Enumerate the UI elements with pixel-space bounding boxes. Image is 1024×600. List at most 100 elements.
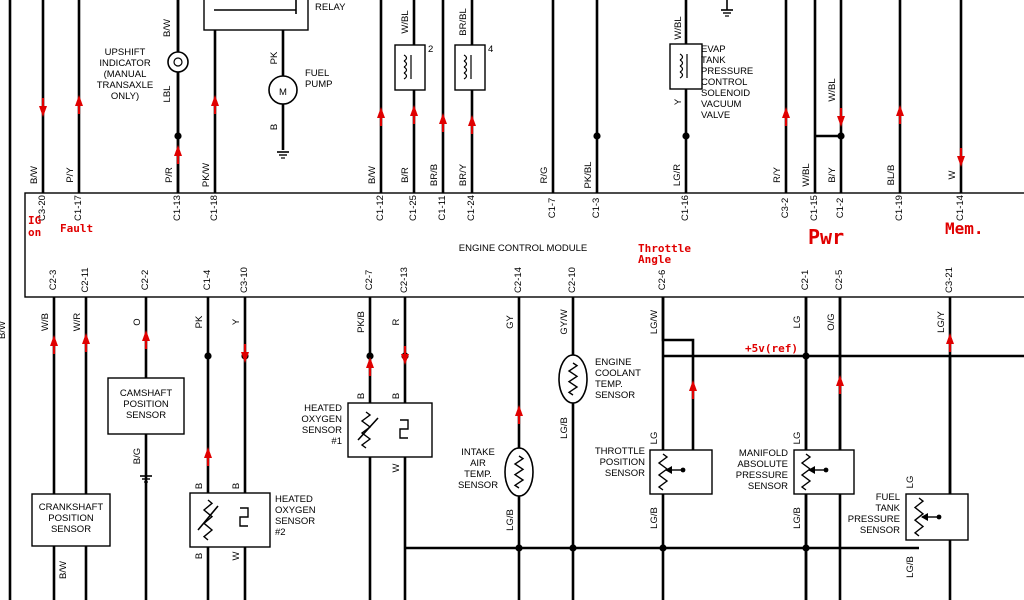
ho2s2-label: HEATED bbox=[275, 494, 313, 505]
iat-sensor-label: SENSOR bbox=[458, 480, 498, 491]
wire-color-label: W/BL bbox=[400, 10, 411, 33]
ig-on-annotation-2: on bbox=[28, 226, 41, 239]
signal-arrow bbox=[410, 105, 418, 124]
crankshaft-sensor-label: SENSOR bbox=[51, 524, 91, 535]
signal-arrow bbox=[837, 108, 845, 127]
wiper-arrow bbox=[808, 466, 815, 474]
wire-color-label: LG/B bbox=[505, 509, 516, 531]
upshift-indicator-label: ONLY) bbox=[111, 91, 139, 102]
ecm-pin-label: C1-11 bbox=[437, 195, 448, 220]
wire-color-label: W/BL bbox=[827, 78, 838, 101]
ftp-label: FUEL bbox=[876, 492, 900, 503]
ecm-pin-label: C2-14 bbox=[513, 267, 524, 293]
ecm-pin-label: C2-10 bbox=[567, 267, 578, 293]
ecm-pin-label: C2-6 bbox=[657, 270, 668, 291]
camshaft-sensor-label: POSITION bbox=[123, 399, 169, 410]
wire-color-label: B bbox=[194, 483, 205, 489]
ecm-pin-label: C1-4 bbox=[202, 270, 213, 291]
evap-label: CONTROL bbox=[701, 77, 747, 88]
ect-sensor-label: ENGINE bbox=[595, 357, 631, 368]
tps-label: THROTTLE bbox=[595, 446, 645, 457]
signal-arrow-head bbox=[515, 405, 523, 416]
variable-resistor-arrow bbox=[197, 505, 219, 531]
throttle-angle-annotation-2: Angle bbox=[638, 253, 671, 266]
ground-symbol bbox=[277, 151, 289, 159]
ecm-pin-label: C2-3 bbox=[48, 270, 59, 291]
ecm-pin-label: C2-5 bbox=[834, 270, 845, 291]
throttle-angle-annotation: Throttle bbox=[638, 242, 691, 255]
wiper-terminal bbox=[680, 467, 686, 473]
ho2s1-label: #1 bbox=[331, 436, 342, 447]
upshift-lamp bbox=[167, 51, 189, 73]
ecm-pin-label: C1-3 bbox=[591, 198, 602, 219]
ecm-pin-label: C1-17 bbox=[73, 195, 84, 221]
component-layer: RELAYUPSHIFTINDICATOR(MANUALTRANSAXLEONL… bbox=[31, 0, 969, 548]
wire-color-label: LG/B bbox=[559, 417, 570, 439]
splice-dot bbox=[204, 352, 212, 360]
signal-arrow bbox=[836, 375, 844, 394]
fault-annotation: Fault bbox=[60, 222, 93, 235]
splice-dot bbox=[174, 132, 182, 140]
wire-color-label: Y bbox=[231, 318, 242, 325]
evap-label: VACUUM bbox=[701, 99, 742, 110]
wire-color-label: B bbox=[231, 483, 242, 489]
coil-turn bbox=[679, 53, 684, 61]
wiper-terminal bbox=[936, 514, 942, 520]
coil-symbol bbox=[403, 54, 412, 80]
ho2s1-label: SENSOR bbox=[302, 425, 342, 436]
resistor-zigzag bbox=[800, 453, 812, 491]
wire-color-label: B/G bbox=[132, 448, 143, 464]
signal-arrow-head bbox=[401, 354, 409, 365]
evap-label: TANK bbox=[701, 55, 726, 66]
ecm-pin-label: C1-15 bbox=[809, 195, 820, 221]
injector-number: 2 bbox=[428, 44, 433, 55]
heater-element bbox=[399, 419, 409, 439]
signal-arrow bbox=[782, 107, 790, 126]
splice-dot bbox=[593, 132, 601, 140]
ecm-pin-label: C2-11 bbox=[80, 267, 91, 292]
ecm-pin-label: C1-25 bbox=[408, 195, 419, 221]
signal-arrow-head bbox=[75, 95, 83, 106]
wire-color-label: LG bbox=[792, 432, 803, 445]
wire-color-label: B bbox=[391, 393, 402, 399]
coil-turn bbox=[463, 54, 468, 62]
signal-arrow bbox=[204, 447, 212, 466]
signal-arrow-head bbox=[82, 333, 90, 344]
wire-color-label: B/R bbox=[400, 167, 411, 183]
pwr-annotation: Pwr bbox=[808, 225, 844, 249]
coil-turn bbox=[679, 59, 684, 67]
ground-symbol bbox=[721, 9, 733, 17]
wire-color-label: PK/W bbox=[201, 163, 212, 187]
resistor-zigzag bbox=[513, 455, 525, 489]
evap-label: PRESSURE bbox=[701, 66, 753, 77]
signal-arrow bbox=[366, 357, 374, 376]
ho2s2-label: SENSOR bbox=[275, 516, 315, 527]
resistor-zigzag bbox=[202, 499, 214, 541]
variable-resistor-arrow bbox=[357, 417, 379, 441]
ecm-pin-label: C1-2 bbox=[835, 198, 846, 219]
coil-turn bbox=[463, 60, 468, 68]
signal-arrow-head bbox=[782, 107, 790, 118]
ecm-pin-label: C1-14 bbox=[955, 195, 966, 221]
upshift-indicator-label: UPSHIFT bbox=[105, 47, 146, 58]
map-label: MANIFOLD bbox=[739, 448, 788, 459]
signal-arrow-head bbox=[837, 116, 845, 127]
wire-color-label: W bbox=[231, 551, 242, 560]
wire-color-label: W bbox=[391, 463, 402, 472]
ect-sensor-label: COOLANT bbox=[595, 368, 641, 379]
ecm-pin-label: C3-21 bbox=[944, 267, 955, 293]
wire-color-label: W bbox=[947, 170, 958, 179]
resistor-zigzag bbox=[657, 453, 669, 491]
splice-dot bbox=[802, 544, 810, 552]
wire-color-label: W/R bbox=[72, 313, 83, 332]
signal-arrow bbox=[82, 333, 90, 352]
wire-color-label: R/G bbox=[539, 167, 550, 184]
splice-dot bbox=[569, 544, 577, 552]
signal-arrow bbox=[377, 107, 385, 126]
signal-arrow bbox=[39, 98, 47, 117]
signal-arrow bbox=[241, 344, 249, 363]
splice-dot bbox=[682, 132, 690, 140]
signal-arrow bbox=[957, 148, 965, 167]
heater-element bbox=[239, 507, 249, 527]
wire-color-label: B bbox=[356, 393, 367, 399]
